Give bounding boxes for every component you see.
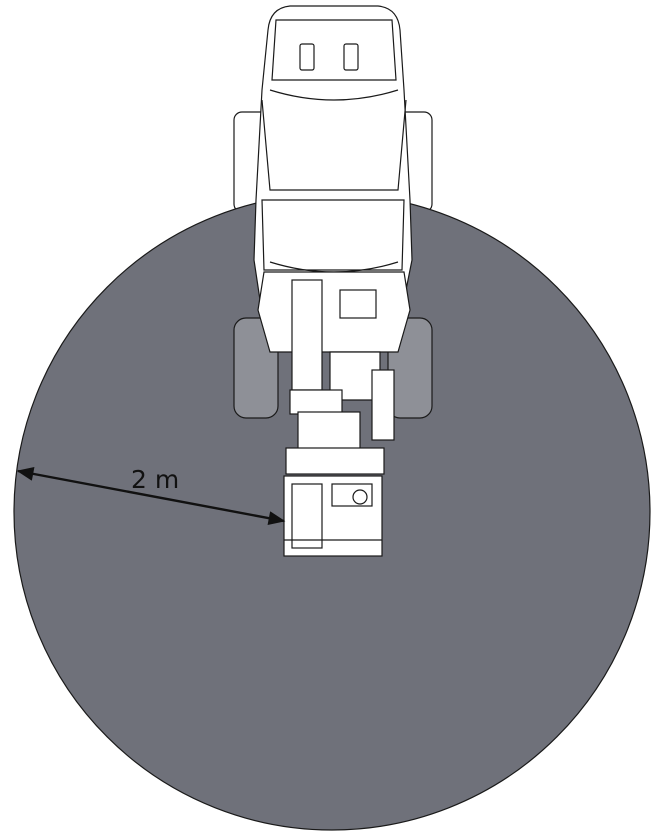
vehicle-top-view-icon <box>233 5 433 557</box>
radius-label: 2 m <box>131 465 179 494</box>
double-arrow-icon <box>16 466 286 526</box>
